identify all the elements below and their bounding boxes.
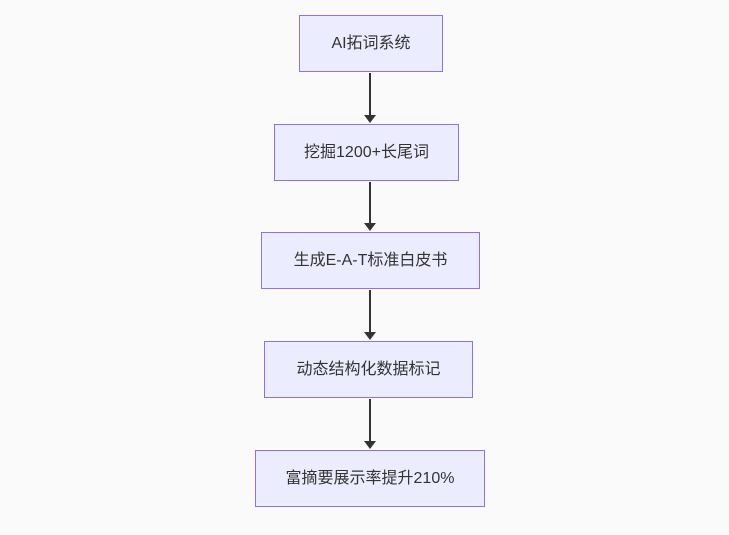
flow-node-label: 挖掘1200+长尾词 bbox=[304, 143, 429, 161]
edge-line bbox=[369, 290, 371, 333]
flow-node-rich-snippet-uplift: 富摘要展示率提升210% bbox=[255, 450, 485, 507]
edge-line bbox=[369, 73, 371, 116]
flow-node-label: 生成E-A-T标准白皮书 bbox=[293, 251, 448, 269]
flow-edge-3 bbox=[363, 290, 377, 340]
flow-node-label: 动态结构化数据标记 bbox=[296, 360, 441, 378]
flow-node-eat-whitepaper: 生成E-A-T标准白皮书 bbox=[261, 232, 480, 289]
flow-node-ai-expansion-system: AI拓词系统 bbox=[299, 15, 443, 72]
edge-line bbox=[369, 182, 371, 224]
flow-edge-1 bbox=[363, 73, 377, 123]
flow-node-longtail-keyword-mining: 挖掘1200+长尾词 bbox=[274, 124, 459, 181]
edge-line bbox=[369, 399, 371, 442]
flow-node-label: AI拓词系统 bbox=[331, 34, 411, 52]
arrowhead-down-icon bbox=[364, 332, 376, 340]
arrowhead-down-icon bbox=[364, 441, 376, 449]
arrowhead-down-icon bbox=[364, 223, 376, 231]
arrowhead-down-icon bbox=[364, 115, 376, 123]
flow-node-structured-data-markup: 动态结构化数据标记 bbox=[264, 341, 473, 398]
flow-node-label: 富摘要展示率提升210% bbox=[285, 469, 455, 487]
flow-edge-2 bbox=[363, 182, 377, 231]
flow-edge-4 bbox=[363, 399, 377, 449]
